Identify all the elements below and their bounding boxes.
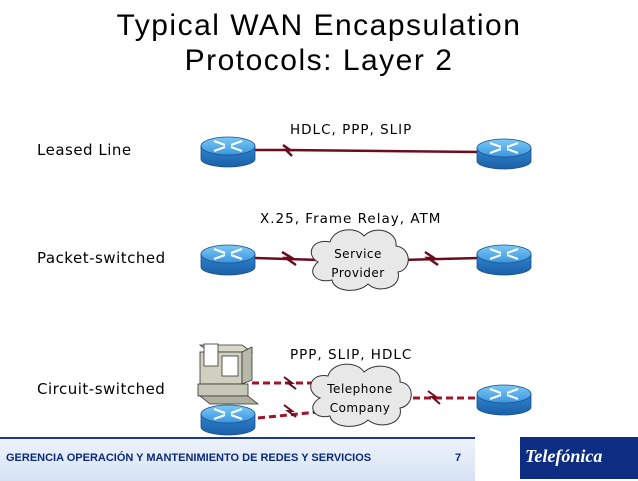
- telefonica-logo: [520, 437, 638, 479]
- logo-text: Telefónica: [525, 446, 603, 466]
- page-number: 7: [455, 452, 462, 464]
- leased-line-link: [255, 143, 481, 157]
- cloud-line-2: Provider: [331, 266, 385, 280]
- protocols-packet-switched: X.25, Frame Relay, ATM: [260, 211, 442, 227]
- cloud-label-telephone-company: Telephone Company: [318, 380, 402, 418]
- cloud-line-1: Service: [334, 247, 382, 261]
- cloud-label-service-provider: Service Provider: [318, 245, 398, 283]
- circuit-switched-zigzags: [283, 376, 441, 418]
- circuit-switched-link: [252, 381, 478, 420]
- footer-text: GERENCIA OPERACIÓN Y MANTENIMIENTO DE RE…: [6, 452, 372, 464]
- row-label-packet-switched: Packet-switched: [37, 249, 166, 267]
- footer-bar: [0, 437, 475, 481]
- row-label-circuit-switched: Circuit-switched: [37, 380, 166, 398]
- router-icon: [200, 136, 256, 168]
- title-line-1: Typical WAN Encapsulation: [116, 9, 522, 42]
- computer-icon: [197, 343, 260, 405]
- router-icon: [476, 384, 532, 416]
- router-icon: [476, 138, 532, 170]
- router-icon: [476, 244, 532, 276]
- row-label-leased-line: Leased Line: [37, 141, 132, 159]
- protocols-leased-line: HDLC, PPP, SLIP: [290, 122, 413, 138]
- protocols-circuit-switched: PPP, SLIP, HDLC: [290, 347, 413, 363]
- router-icon: [200, 244, 256, 276]
- title-line-2: Protocols: Layer 2: [184, 44, 454, 77]
- cloud-line-1: Telephone: [327, 382, 393, 396]
- router-icon: [200, 404, 256, 436]
- cloud-icon: [310, 363, 412, 427]
- cloud-icon: [310, 229, 409, 291]
- slide-title: Typical WAN Encapsulation Protocols: Lay…: [0, 8, 638, 78]
- wan-diagram: [197, 136, 532, 436]
- cloud-line-2: Company: [329, 401, 391, 415]
- packet-switched-link: [254, 250, 481, 267]
